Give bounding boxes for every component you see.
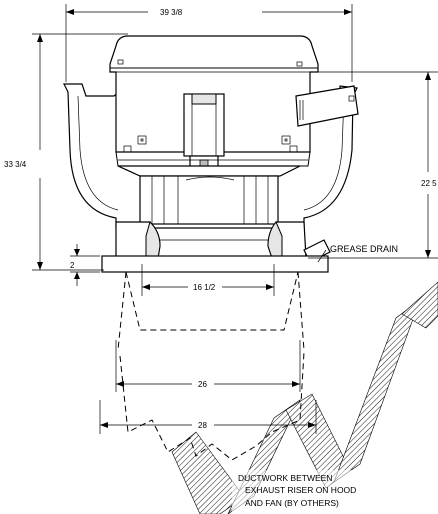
ductwork-label-line3: AND FAN (BY OTHERS) [245,498,339,508]
duct-outline [117,271,305,461]
grease-drain-callout: GREASE DRAIN [317,244,398,263]
ductwork-callout: DUCTWORK BETWEEN EXHAUST RISER ON HOOD A… [232,470,376,514]
fan-wheel [117,165,301,177]
grease-box [295,85,359,127]
dim-fan-height: 22 5 [308,71,438,259]
dim-fan-height-label: 22 5 [421,179,437,188]
ductwork-label-line1: DUCTWORK BETWEEN [238,473,332,483]
dim-overall-height-label: 33 3/4 [4,160,27,169]
dim-inner-width: 16 1/2 [141,264,275,296]
dim-duct-outer-label: 28 [198,421,207,430]
dim-duct-inner: 26 [115,340,301,392]
dim-curb-height: 2 [70,244,100,286]
dim-curb-height-label: 2 [70,261,75,270]
watermark-w [171,281,438,514]
dim-top-width: 39 3/8 [65,4,353,82]
dim-inner-width-label: 16 1/2 [193,283,216,292]
dim-top-width-label: 39 3/8 [160,8,183,17]
dim-overall-height: 33 3/4 [4,33,128,271]
fan-assembly [63,35,359,263]
roof-curb [101,255,329,273]
grease-drain-label: GREASE DRAIN [330,244,398,254]
dim-duct-outer: 28 [99,400,317,434]
ductwork-label-line2: EXHAUST RISER ON HOOD [245,485,356,495]
dim-duct-inner-label: 26 [198,380,207,389]
